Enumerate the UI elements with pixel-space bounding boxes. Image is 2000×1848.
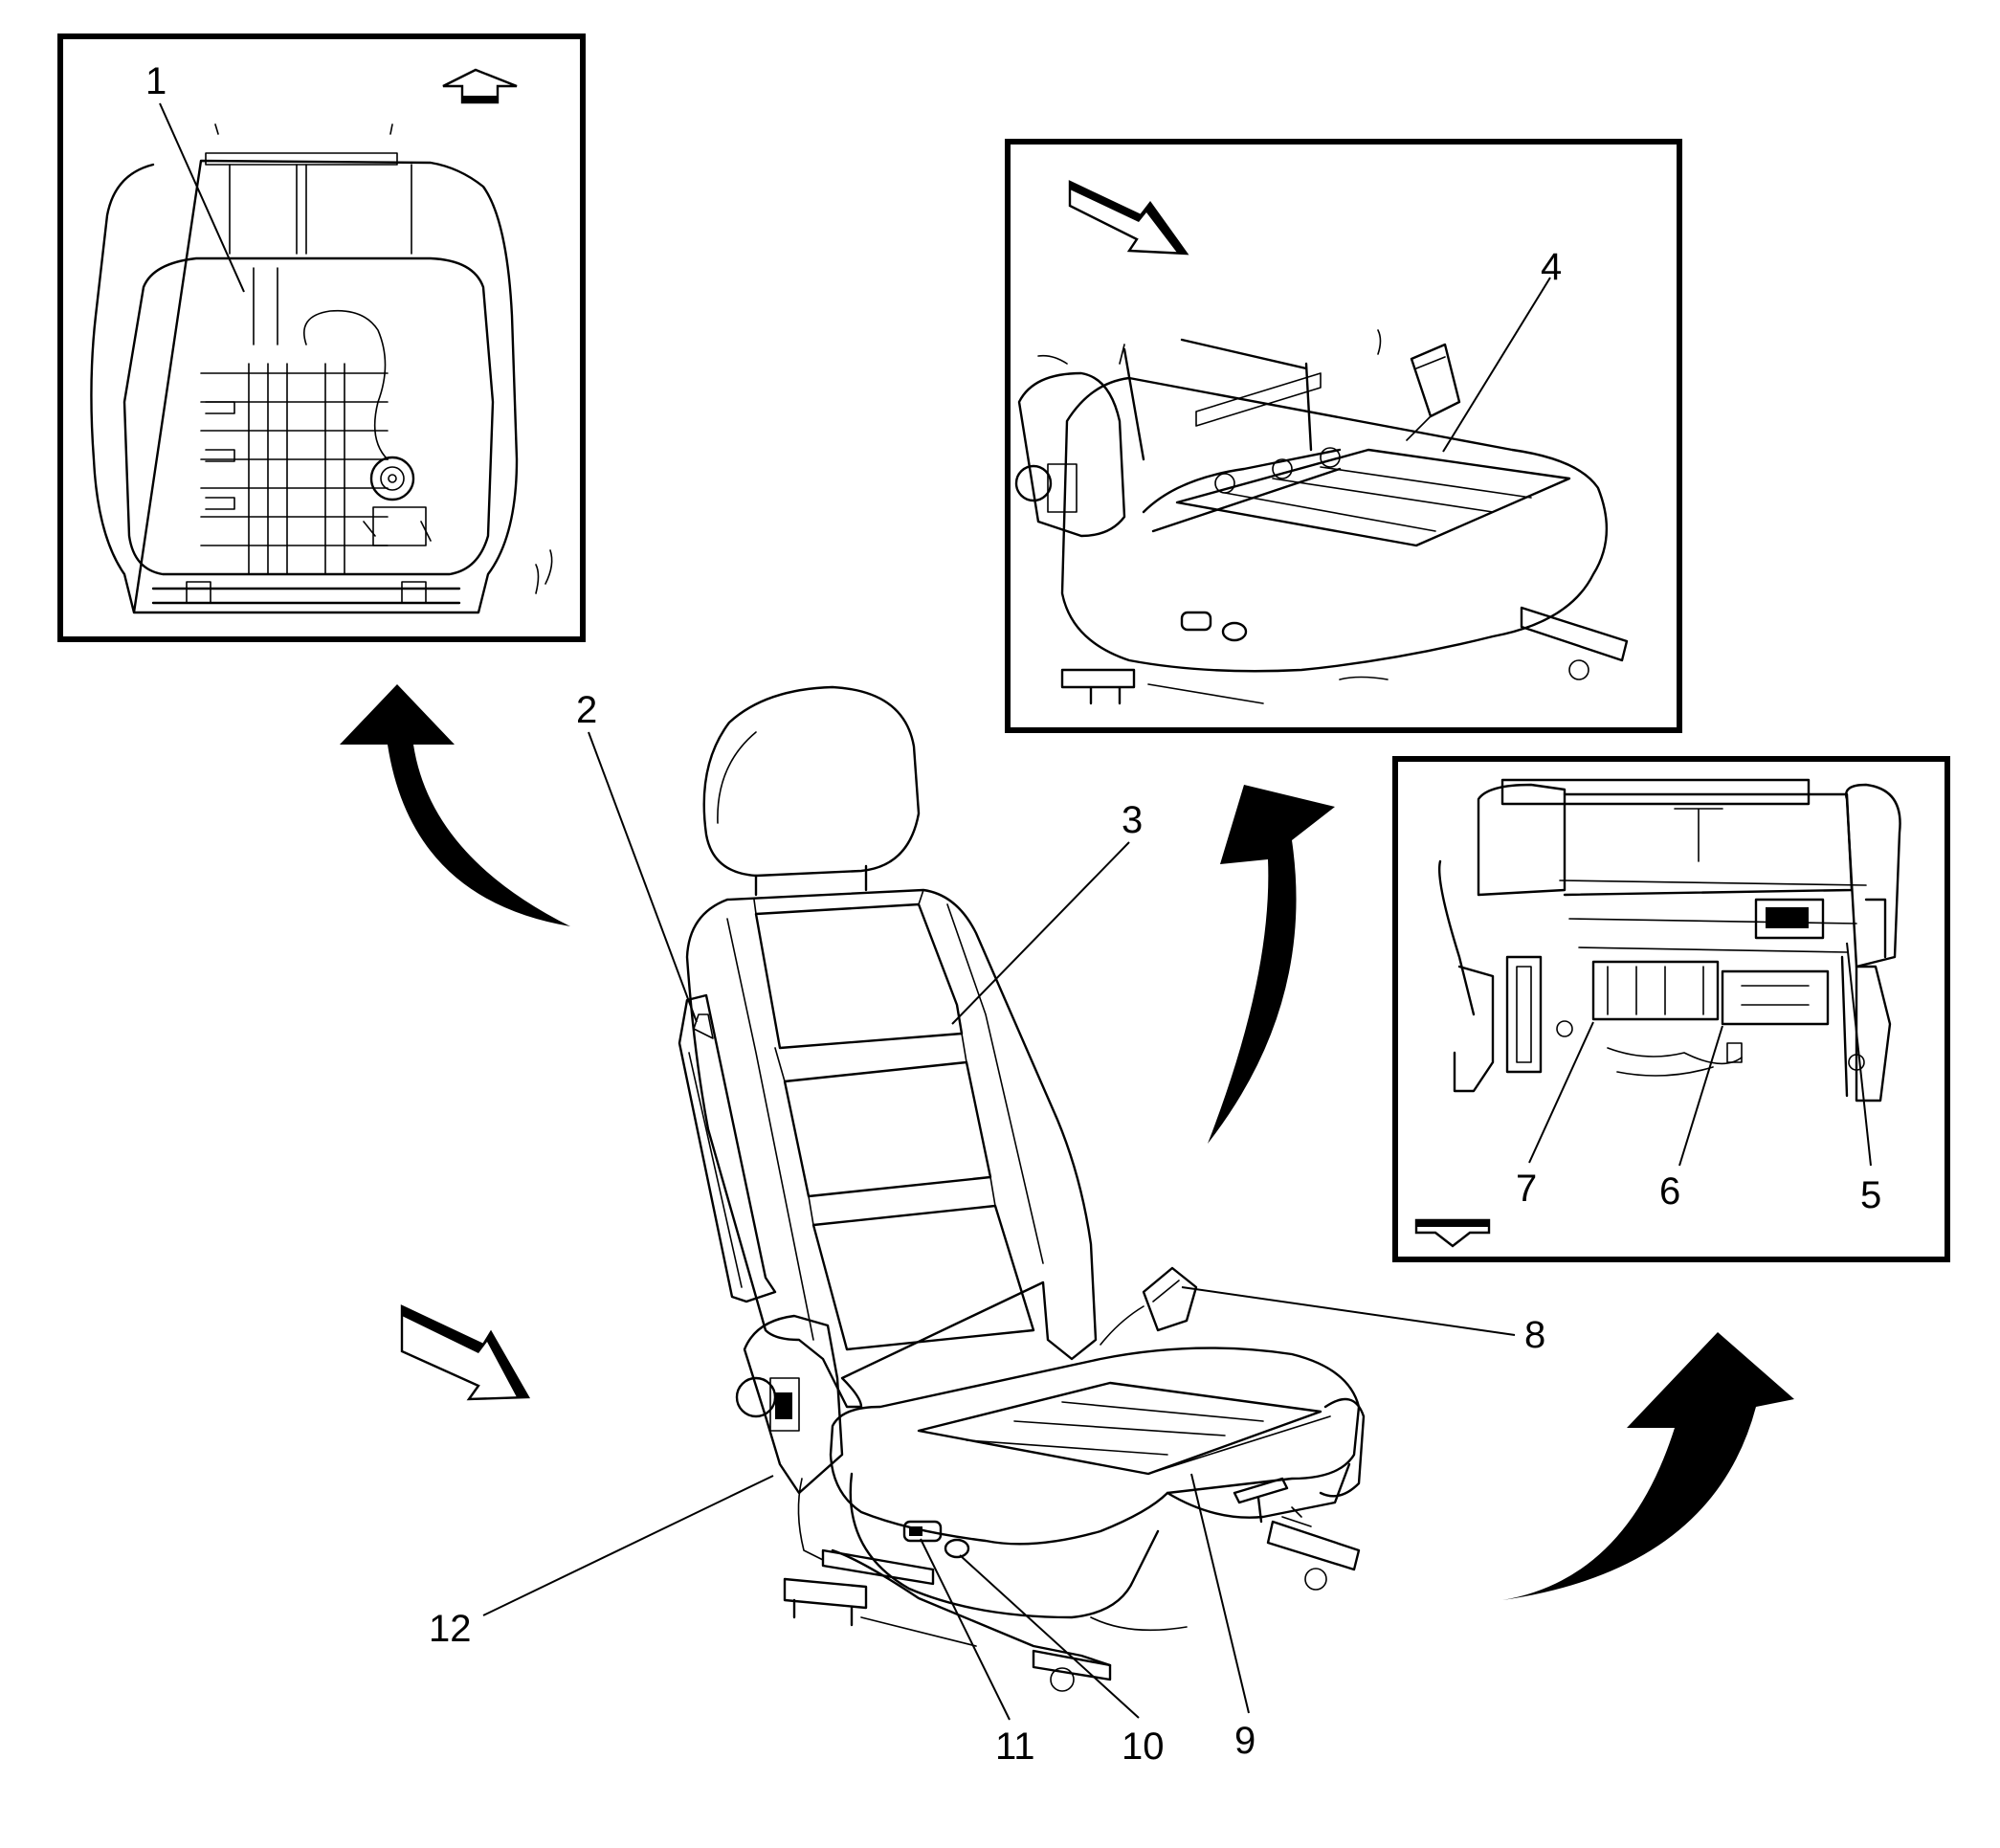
callout-2: 2 — [576, 689, 597, 731]
callout-7: 7 — [1516, 1168, 1537, 1210]
callout-labels: 1 2 3 4 5 6 7 8 9 10 11 12 — [145, 60, 1881, 1768]
seat-belt-buckle — [1100, 1266, 1198, 1346]
forward-arrow-icon — [400, 1304, 531, 1401]
leader-lines — [482, 731, 1516, 1721]
forward-arrow-icon — [1068, 180, 1189, 256]
seat-cushion-inset — [1005, 139, 1682, 733]
callout-11: 11 — [995, 1726, 1035, 1768]
callout-12: 12 — [429, 1608, 472, 1650]
recliner-mechanism — [735, 1314, 844, 1495]
seat-underside-inset — [1392, 756, 1950, 1262]
seat-switches — [902, 1520, 970, 1559]
lumbar-motor — [363, 456, 432, 546]
down-arrow-icon — [1414, 1218, 1491, 1248]
headrest — [702, 685, 921, 897]
callout-6: 6 — [1659, 1170, 1680, 1213]
curved-arrow-to-underside — [1502, 1332, 1794, 1600]
callout-9: 9 — [1234, 1720, 1256, 1762]
callout-10: 10 — [1122, 1726, 1165, 1768]
callout-3: 3 — [1122, 799, 1143, 841]
curved-arrow-to-cushion — [1208, 785, 1335, 1144]
callout-8: 8 — [1524, 1314, 1545, 1356]
seat-tracks — [783, 1506, 1361, 1692]
callout-4: 4 — [1541, 246, 1562, 288]
lumbar-grid — [200, 363, 389, 575]
seat-back-side-panel — [678, 993, 777, 1303]
curved-arrow-to-seat-back — [340, 684, 570, 926]
up-arrow-icon — [442, 68, 518, 104]
seat-belt-buckle-top — [1406, 343, 1461, 441]
seat-back-inset — [57, 33, 586, 642]
callout-1: 1 — [145, 60, 167, 102]
callout-5: 5 — [1860, 1174, 1881, 1216]
